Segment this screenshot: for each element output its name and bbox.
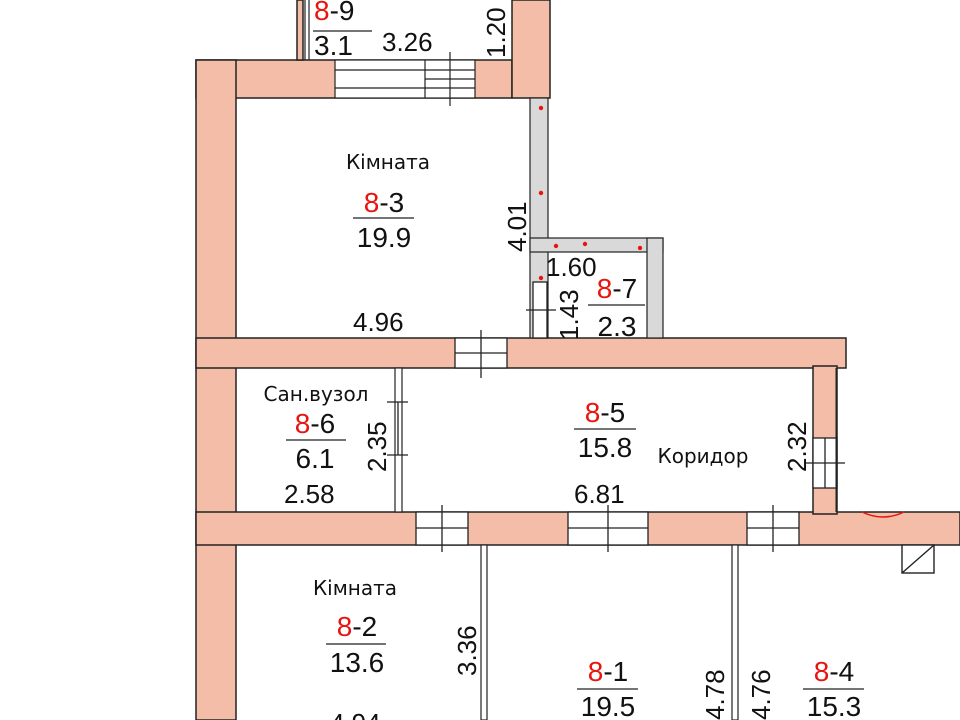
- red-dot: [553, 243, 559, 249]
- room-area: 19.5: [581, 691, 636, 720]
- dimension-label: 3.26: [382, 27, 433, 57]
- room-area: 6.1: [296, 443, 335, 474]
- wall-balcony-right: [511, 0, 551, 99]
- fraction-lines: [286, 30, 864, 690]
- storage-partition: [529, 97, 664, 339]
- partition-marks: [538, 105, 643, 281]
- room-area: 15.8: [578, 432, 633, 463]
- dimension-label: 4.94: [330, 708, 381, 720]
- dimension-ticks: [387, 401, 408, 456]
- room-area: 13.6: [330, 647, 385, 678]
- wall-balcony-left: [296, 0, 304, 61]
- vent-diagonal: [901, 544, 935, 574]
- doors: [415, 281, 845, 552]
- partition-room-2-1: [480, 544, 488, 720]
- partition-room-1-4: [731, 544, 739, 720]
- room-area: 3.1: [314, 30, 353, 61]
- dimension-label: 4.96: [353, 307, 404, 337]
- wall-left: [195, 59, 237, 720]
- dimension-label: 3.36: [452, 625, 482, 676]
- room-number: 8-9: [314, 0, 354, 26]
- room-label: Кімната: [313, 576, 397, 600]
- red-dot: [538, 275, 544, 281]
- room-number: 8-5: [585, 397, 625, 428]
- dimension-label: 2.32: [782, 421, 812, 472]
- entrance-arc: [861, 511, 905, 518]
- dimension-label: 4.76: [746, 669, 776, 720]
- red-dot: [538, 105, 544, 111]
- red-dot: [637, 245, 643, 251]
- room-area: 19.9: [357, 222, 412, 253]
- partition-right: [646, 237, 664, 339]
- dimension-label: 6.81: [574, 479, 625, 509]
- room-number: 8-1: [588, 656, 628, 687]
- walls: [195, 0, 960, 720]
- room-label: Коридор: [658, 444, 749, 468]
- balcony-strip: [304, 0, 476, 106]
- dimension-label: 1.43: [554, 289, 584, 340]
- room-label: Кімната: [346, 150, 430, 174]
- wall-middle-upper: [195, 337, 847, 369]
- dimension-label: 1.60: [546, 252, 597, 282]
- dimension-label: 4.01: [502, 201, 532, 252]
- room-number: 8-7: [597, 273, 637, 304]
- red-dot: [582, 241, 588, 247]
- room-label: Сан.вузол: [264, 382, 369, 406]
- room-area: 2.3: [598, 311, 637, 342]
- dimension-label: 2.35: [362, 421, 392, 472]
- dimension-label: 4.78: [700, 669, 730, 720]
- red-dot: [538, 190, 544, 196]
- room-number: 8-3: [364, 187, 404, 218]
- room-number: 8-4: [814, 656, 854, 687]
- room-number: 8-6: [295, 408, 335, 439]
- room-number: 8-2: [337, 611, 377, 642]
- dimension-label: 2.58: [284, 479, 335, 509]
- vent-box: [901, 544, 935, 574]
- dimension-label: 1.20: [481, 7, 511, 58]
- room-area: 15.3: [807, 691, 862, 720]
- partition-top: [529, 237, 664, 253]
